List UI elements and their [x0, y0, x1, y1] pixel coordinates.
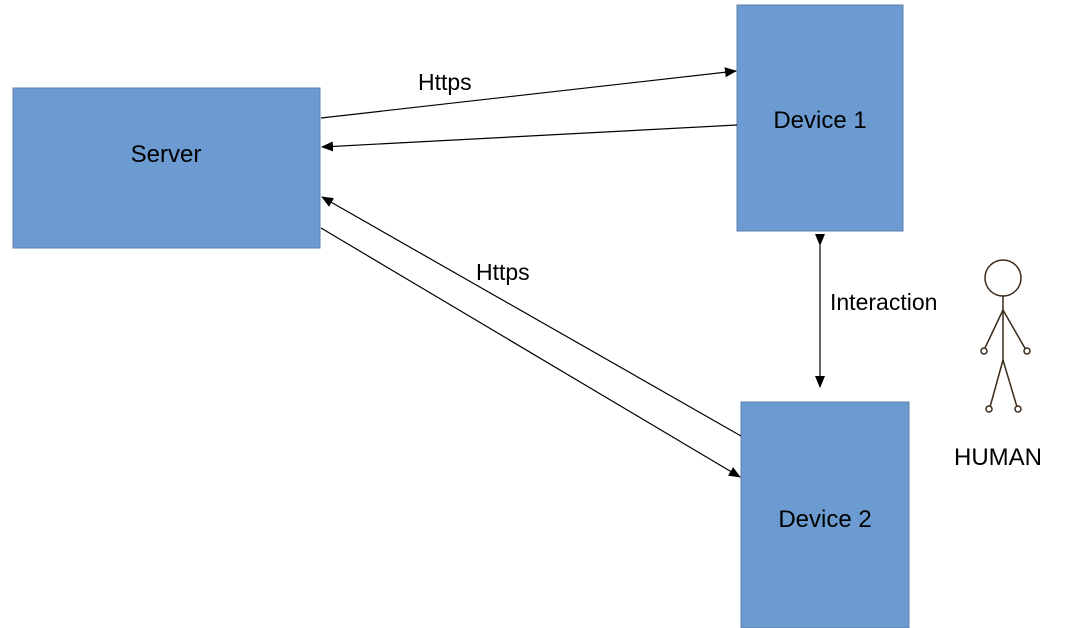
- device2-label: Device 2: [778, 506, 871, 533]
- arrow-device1-to-server: [321, 124, 738, 152]
- https-label-bottom: Https: [476, 259, 530, 285]
- server-node: Server: [12, 87, 321, 249]
- https-label-top: Https: [418, 69, 472, 95]
- human-left-leg: [989, 359, 1004, 408]
- arrow-server-to-device1: [320, 67, 737, 119]
- human-head: [984, 259, 1022, 297]
- device1-node: Device 1: [736, 4, 904, 232]
- stick-figure-icon: [980, 259, 1031, 413]
- device2-node: Device 2: [740, 401, 910, 628]
- arrow-server-to-device2: [320, 227, 741, 478]
- server-box: [12, 87, 321, 249]
- device2-box: [740, 401, 910, 628]
- server-label: Server: [131, 141, 202, 168]
- human-left-hand: [980, 347, 988, 355]
- arrow-device2-to-server: [321, 196, 742, 437]
- human-figure: HUMAN: [954, 259, 1042, 471]
- human-left-foot: [985, 405, 993, 413]
- human-left-arm: [983, 309, 1004, 351]
- human-label: HUMAN: [954, 444, 1042, 471]
- interaction-label: Interaction: [830, 289, 937, 315]
- device1-box: [736, 4, 904, 232]
- human-right-arm: [1002, 309, 1027, 351]
- human-right-foot: [1014, 405, 1022, 413]
- human-right-hand: [1023, 347, 1031, 355]
- human-right-leg: [1002, 359, 1018, 408]
- device1-label: Device 1: [773, 107, 866, 134]
